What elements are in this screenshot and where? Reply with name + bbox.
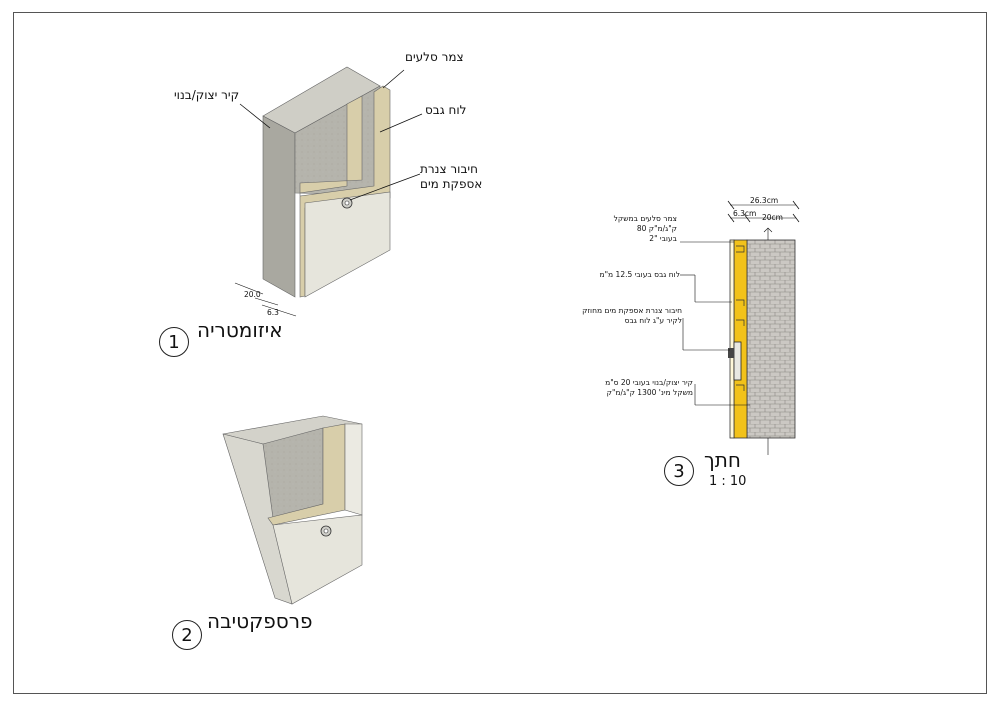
insulation-layer	[299, 85, 391, 298]
label-wall: קיר יצוק/בנוי	[174, 88, 240, 102]
section-title: חתך	[704, 448, 741, 472]
label-gypsum: לוח גבס	[425, 103, 467, 117]
isometric-drawing	[234, 66, 423, 317]
wall-left-face	[262, 115, 296, 298]
perspective-number: 2	[172, 620, 202, 650]
section-dim-lining: 6.3cm	[733, 209, 757, 218]
perspective-drawing	[222, 415, 363, 605]
note-gypsum: לוח גבס בעובי 12.5 מ"מ	[599, 270, 680, 279]
section-dim-total: 26.3cm	[750, 196, 779, 205]
isometric-number: 1	[159, 327, 189, 357]
section-gypsum	[729, 239, 735, 439]
dim-lining-thickness: 6.3	[267, 308, 279, 317]
perspective-title: פרספקטיבה	[207, 609, 313, 633]
section-dim-wall: 20cm	[762, 213, 783, 222]
label-pipe-line2: אספקת מים	[420, 177, 483, 191]
note-pipe: חיבור צנרת אספקת מים מחוזק לקיר ע"ג לוח …	[582, 306, 682, 325]
sheet-frame	[13, 12, 987, 694]
section-insulation	[733, 239, 748, 439]
section-wall	[746, 239, 796, 439]
section-number: 3	[664, 456, 694, 486]
persp-wall-front	[262, 427, 324, 519]
persp-gypsum-face	[272, 514, 363, 605]
section-pipe	[733, 341, 742, 381]
label-insulation: צמר סלעים	[405, 50, 464, 64]
dim-wall-thickness: 20.0	[244, 290, 261, 299]
note-wall: קיר יצוק/בנוי בעובי 20 ס"מ משקל מינ' 130…	[605, 378, 693, 397]
persp-gypsum-edge	[344, 423, 363, 516]
section-scale: 1 : 10	[709, 474, 747, 489]
section-drawing	[680, 200, 800, 455]
isometric-title: איזומטריה	[197, 318, 283, 342]
label-pipe-line1: חיבור צנרת	[420, 162, 478, 176]
note-insulation: צמר סלעים במשקל ק"ג/מ"ק 80 בעובי "2	[613, 214, 677, 243]
